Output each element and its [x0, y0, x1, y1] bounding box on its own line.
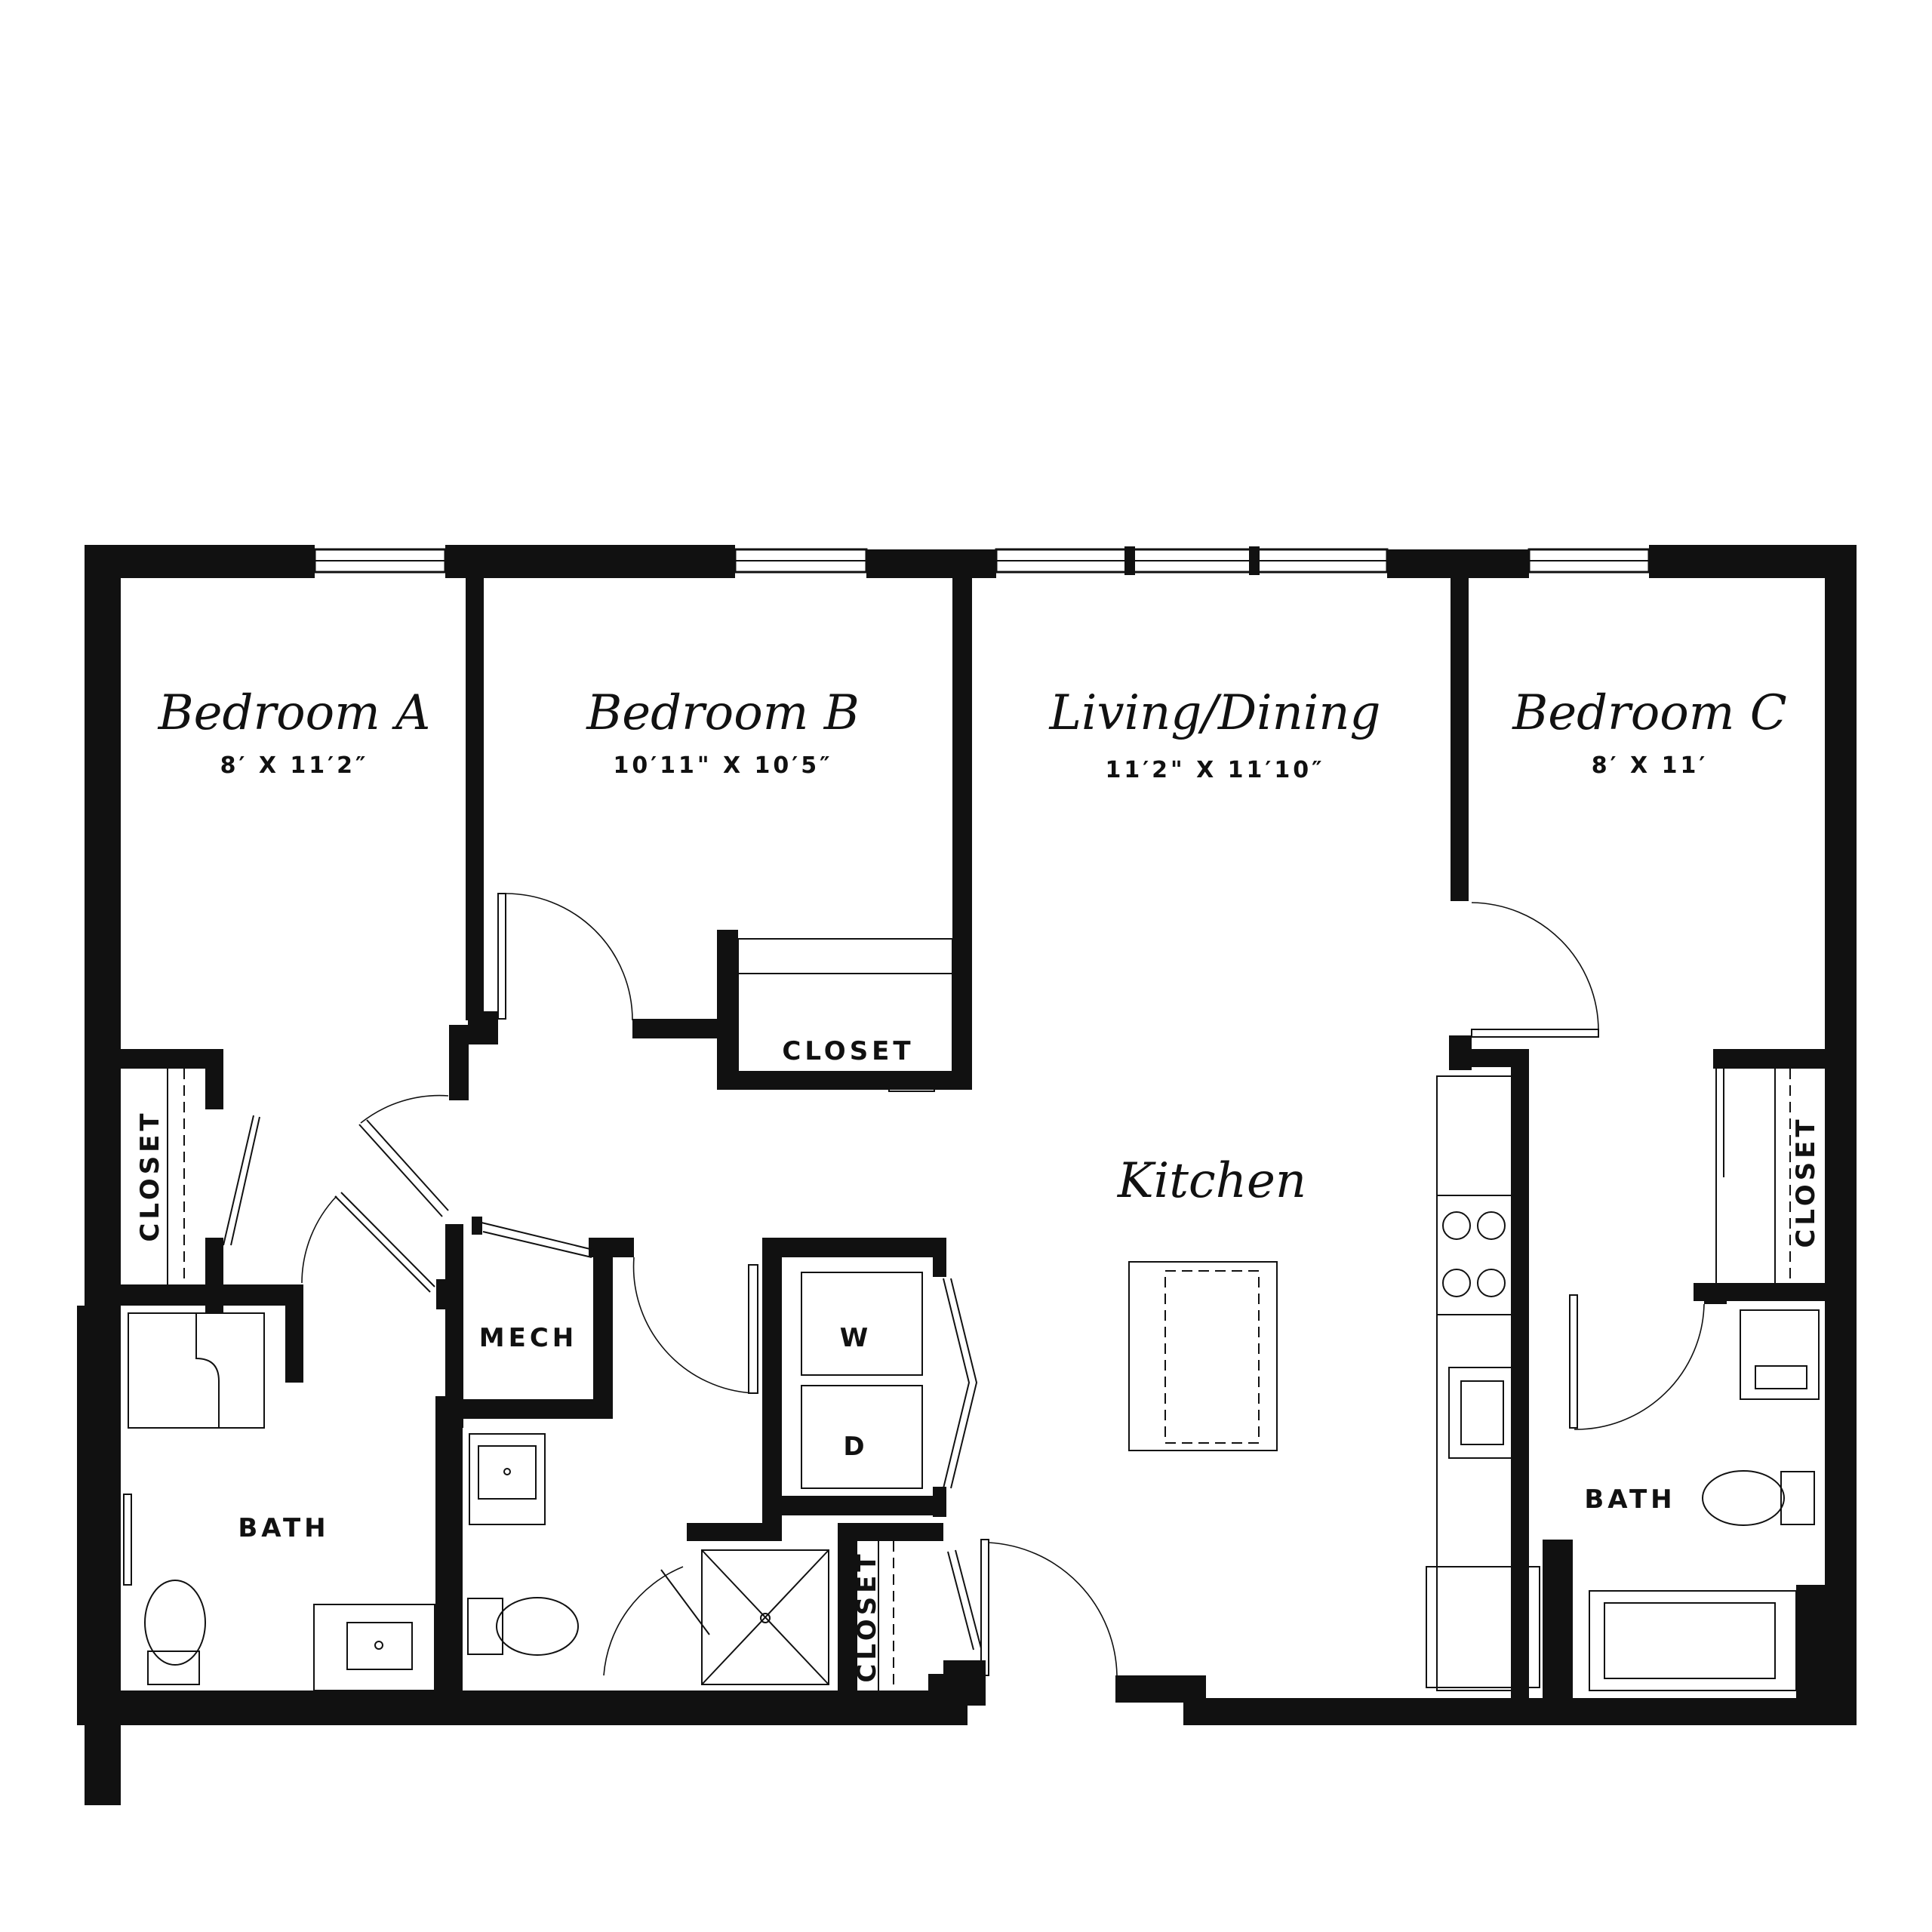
bath-a-label: BATH	[238, 1513, 329, 1543]
windows	[313, 546, 1651, 575]
bedroom-b-name: Bedroom B	[586, 685, 860, 741]
bedroom-c-name: Bedroom C	[1512, 685, 1787, 741]
bedroom-a-name: Bedroom A	[158, 685, 431, 741]
dryer-label: D	[843, 1432, 868, 1462]
room-labels: Bedroom A 8′ X 11′2″ Bedroom B 10′11" X …	[135, 685, 1821, 1683]
doors	[223, 893, 1724, 1676]
closet-hall-label: CLOSET	[852, 1550, 882, 1682]
exterior-walls	[77, 545, 1857, 1805]
living-dining-name: Living/Dining	[1049, 685, 1381, 741]
bath-c-label: BATH	[1584, 1484, 1675, 1515]
bedroom-b-dims: 10′11" X 10′5″	[614, 752, 833, 779]
bedroom-c-dims: 8′ X 11′	[1592, 752, 1708, 779]
closet-a-label: CLOSET	[135, 1109, 165, 1241]
washer-label: W	[840, 1323, 872, 1353]
bedroom-a-dims: 8′ X 11′2″	[220, 752, 369, 779]
mech-label: MECH	[479, 1323, 577, 1353]
fixtures	[123, 938, 1820, 1691]
closet-c-label: CLOSET	[1791, 1115, 1821, 1247]
closet-b-label: CLOSET	[782, 1036, 914, 1066]
living-dining-dims: 11′2" X 11′10″	[1106, 757, 1325, 783]
interior-walls	[121, 575, 1857, 1713]
kitchen-name: Kitchen	[1117, 1153, 1306, 1209]
